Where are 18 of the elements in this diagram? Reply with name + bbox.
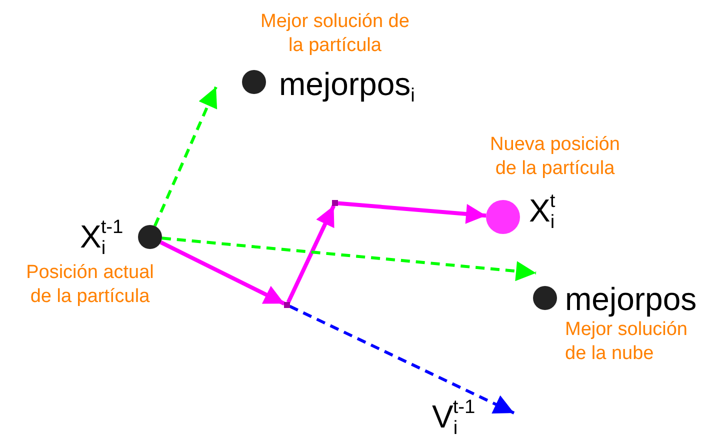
arrow <box>160 240 286 306</box>
corner-point <box>332 200 338 206</box>
arrow <box>286 204 336 304</box>
description-text: Mejor solución de la partícula <box>260 10 410 58</box>
arrow <box>153 86 218 227</box>
arrow <box>338 201 486 224</box>
corner-point <box>284 302 290 308</box>
particle-dot <box>138 225 162 249</box>
description-text: Nueva posición de la partícula <box>489 133 621 181</box>
arrow <box>289 304 515 414</box>
variable-label: mejorpos <box>565 283 697 315</box>
variable-label: mejorpos$_{i}$ <box>279 68 415 106</box>
particle-dot <box>486 200 520 234</box>
particle-dot <box>242 70 266 94</box>
particle-dot <box>533 286 557 310</box>
description-text: Posición actual de la partícula <box>25 261 155 309</box>
arrow <box>162 236 536 282</box>
description-text: Mejor solución de la nube <box>565 318 688 366</box>
